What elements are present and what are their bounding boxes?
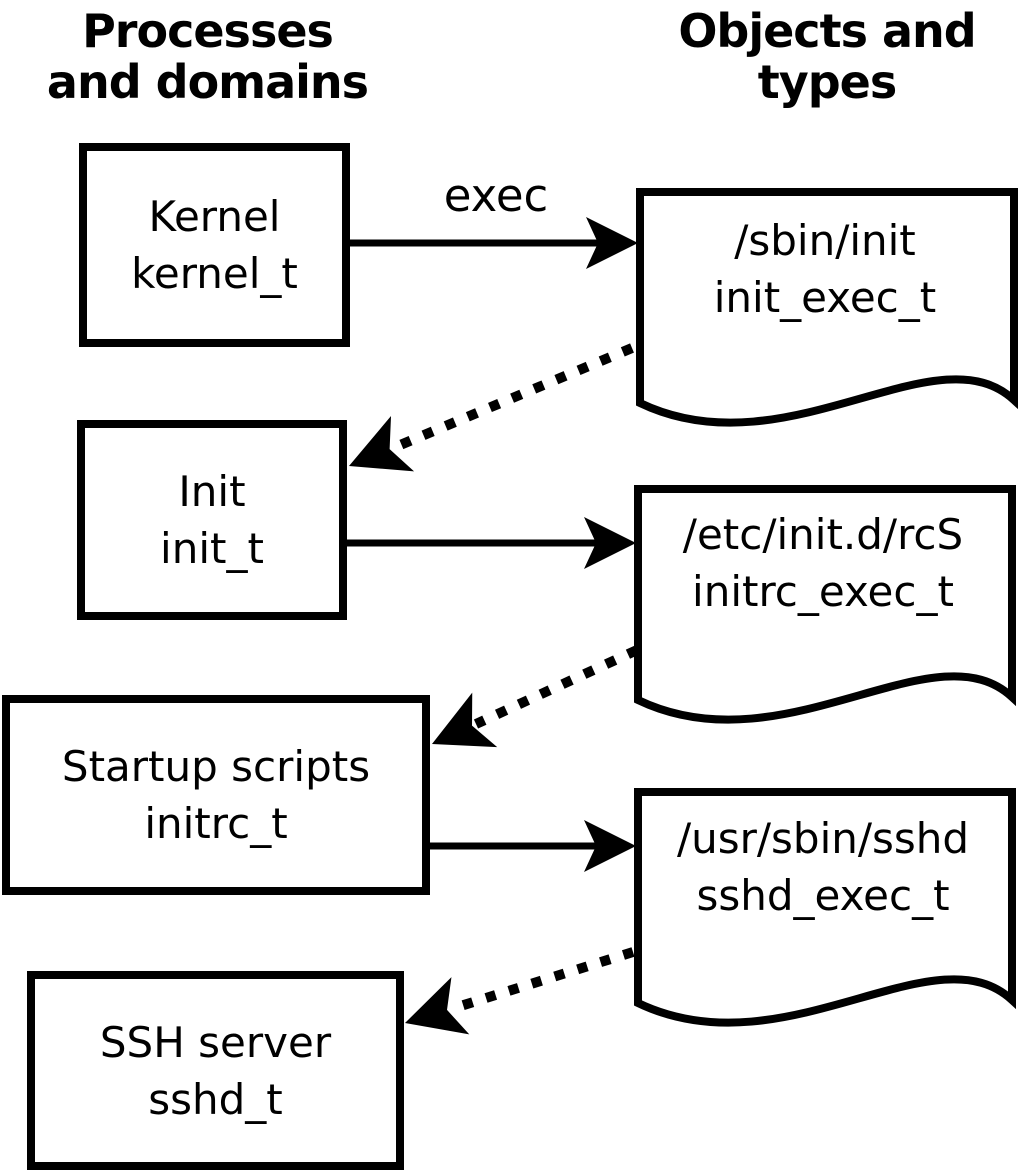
process-name: SSH server	[99, 1017, 332, 1067]
object-path: /sbin/init	[734, 216, 916, 265]
object-doc-etc-initd-rcs: /etc/init.d/rcS initrc_exec_t	[634, 506, 1012, 620]
object-doc-usr-sbin-sshd: /usr/sbin/sshd sshd_exec_t	[634, 810, 1012, 924]
dotted-arrow-init-exec-to-init	[349, 343, 634, 472]
solid-arrow-init-to-initrc-exec	[345, 517, 636, 569]
object-path: /usr/sbin/sshd	[676, 814, 970, 863]
header-line: and domains	[46, 55, 369, 109]
process-domain: sshd_t	[148, 1074, 283, 1124]
exec-arrow-label: exec	[443, 169, 549, 222]
header-line: types	[757, 55, 897, 109]
dotted-arrow-sshd-exec-to-ssh-server	[405, 947, 635, 1035]
object-type: sshd_exec_t	[696, 871, 950, 920]
column-header-objects-and-types: Objects and types	[630, 6, 1024, 108]
process-name: Init	[178, 467, 246, 516]
process-box-startup-scripts: Startup scripts initrc_t	[2, 695, 430, 895]
solid-arrow-startup-to-sshd-exec	[428, 820, 636, 872]
header-line: Processes	[82, 4, 334, 58]
process-box-kernel: Kernel kernel_t	[79, 143, 350, 347]
header-line: Objects and	[678, 4, 976, 58]
object-doc-sbin-init: /sbin/init init_exec_t	[636, 212, 1014, 326]
process-box-init: Init init_t	[77, 420, 347, 620]
solid-arrow-kernel-to-init-exec	[350, 217, 638, 269]
process-name: Kernel	[148, 192, 281, 241]
object-type: init_exec_t	[713, 273, 937, 322]
process-domain: init_t	[160, 524, 264, 573]
process-name: Startup scripts	[61, 742, 371, 791]
process-box-ssh-server: SSH server sshd_t	[27, 971, 404, 1170]
process-domain: kernel_t	[131, 249, 298, 298]
object-path: /etc/init.d/rcS	[682, 510, 964, 559]
process-domain: initrc_t	[144, 799, 288, 848]
dotted-arrow-initrc-exec-to-startup	[432, 645, 640, 748]
object-type: initrc_exec_t	[692, 567, 954, 616]
column-header-processes-and-domains: Processes and domains	[0, 6, 415, 108]
